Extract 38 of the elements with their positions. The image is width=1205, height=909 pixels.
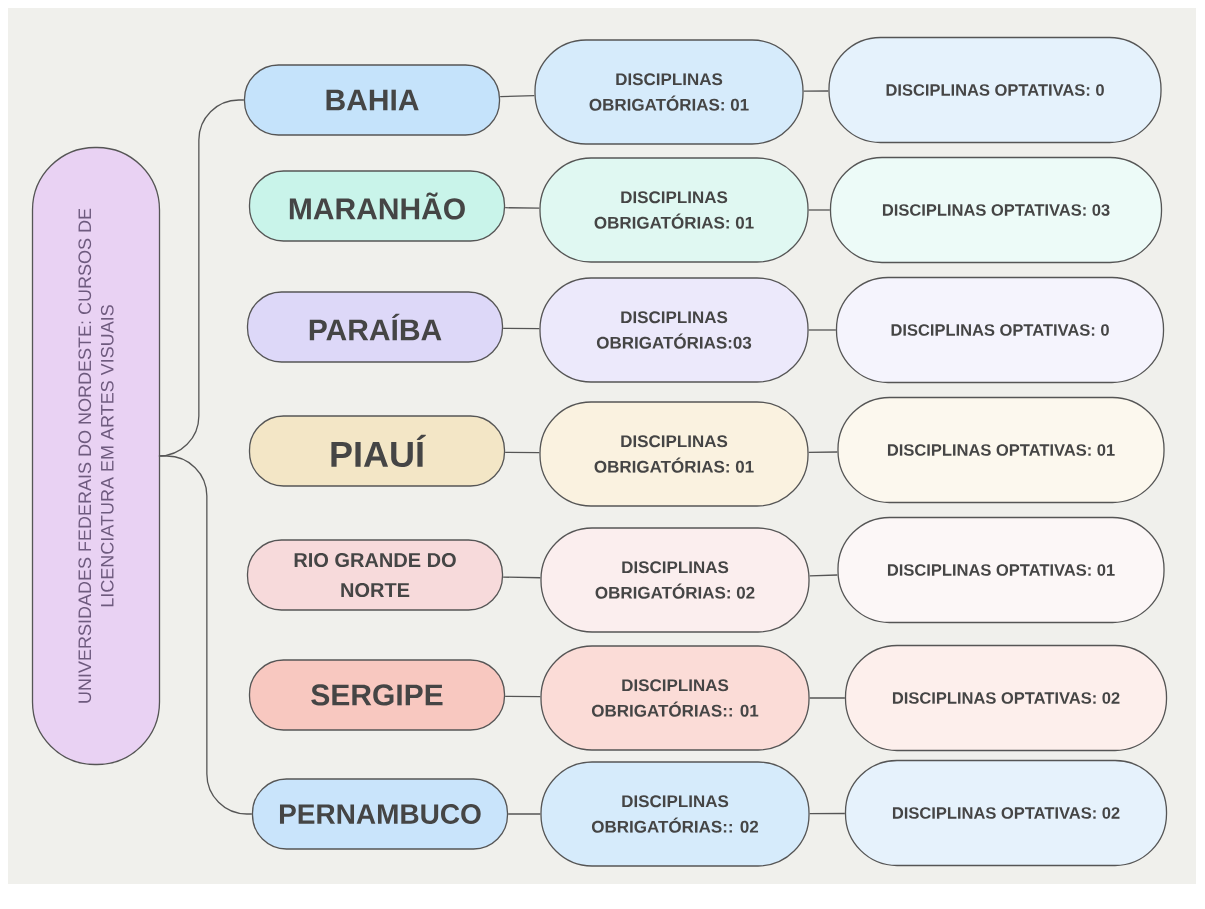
brace-line: [159, 455, 253, 815]
connector-line: [808, 451, 838, 453]
connector-line: [504, 451, 540, 454]
connector-line: [499, 94, 535, 98]
state-box: PIAUÍ: [248, 415, 506, 487]
connector-line: [809, 697, 846, 699]
required-courses-box: DISCIPLINAS OBRIGATÓRIAS:: 01: [540, 645, 810, 751]
elective-courses-box: DISCIPLINAS OPTATIVAS: 01: [837, 396, 1165, 504]
connector-line: [504, 207, 540, 209]
elective-courses-box: DISCIPLINAS OPTATIVAS: 0: [835, 276, 1165, 384]
elective-courses-box: DISCIPLINAS OPTATIVAS: 02: [844, 644, 1168, 752]
connector-line: [507, 813, 541, 815]
connector-line: [809, 574, 838, 577]
elective-courses-box: DISCIPLINAS OPTATIVAS: 01: [837, 516, 1165, 624]
connector-line: [504, 695, 541, 698]
elective-courses-box: DISCIPLINAS OPTATIVAS: 03: [829, 156, 1163, 264]
brace-line: [158, 99, 245, 457]
elective-courses-box: DISCIPLINAS OPTATIVAS: 0: [828, 36, 1162, 144]
connector-line: [502, 327, 540, 330]
state-box: PERNAMBUCO: [251, 778, 509, 850]
state-box: BAHIA: [243, 64, 501, 136]
required-courses-box: DISCIPLINAS OBRIGATÓRIAS:: 02: [540, 761, 810, 867]
connector-line: [803, 90, 829, 92]
required-courses-box: DISCIPLINAS OBRIGATÓRIAS: 01: [534, 39, 804, 145]
connector-line: [808, 209, 831, 211]
connector-line: [808, 329, 837, 331]
state-box: SERGIPE: [248, 659, 506, 731]
topic-box: UNIVERSIDADES FEDERAIS DO NORDESTE: CURSOS DE LICENCIATURA EM ARTES VISUAIS: [31, 146, 161, 766]
required-courses-box: DISCIPLINAS OBRIGATÓRIAS: 01: [539, 157, 809, 263]
state-box: PARAÍBA: [246, 291, 504, 363]
required-courses-box: DISCIPLINAS OBRIGATÓRIAS:03: [539, 277, 809, 383]
required-courses-box: DISCIPLINAS OBRIGATÓRIAS: 02: [540, 527, 810, 633]
connector-line: [809, 812, 846, 815]
required-courses-box: DISCIPLINAS OBRIGATÓRIAS: 01: [539, 401, 809, 507]
elective-courses-box: DISCIPLINAS OPTATIVAS: 02: [844, 759, 1168, 867]
state-box: RIO GRANDE DO NORTE: [246, 539, 504, 611]
state-box: MARANHÃO: [248, 170, 506, 242]
connector-line: [502, 576, 541, 579]
